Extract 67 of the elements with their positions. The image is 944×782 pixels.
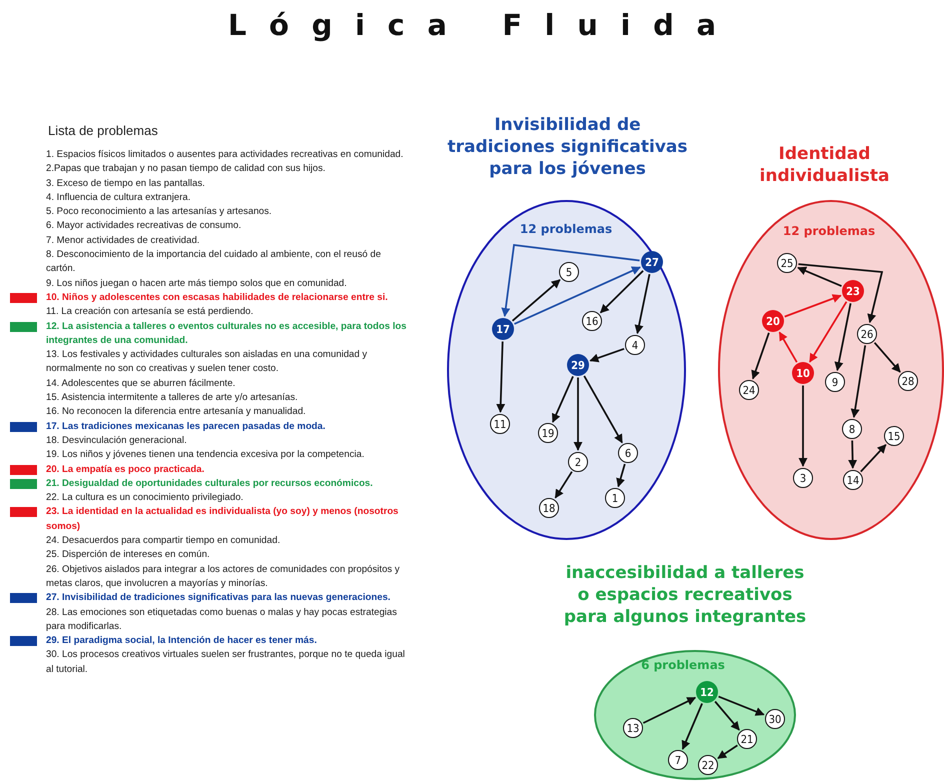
arrow xyxy=(554,471,573,499)
list-item: 27. Invisibilidad de tradiciones significativas para las nuevas generaciones. xyxy=(46,591,392,606)
list-item: 6. Mayor actividades recreativas de consumo. xyxy=(46,219,242,234)
arrow xyxy=(751,332,770,380)
arrow xyxy=(583,375,623,444)
list-item: 20. La empatía es poco practicada. xyxy=(46,462,206,477)
arrow xyxy=(714,700,740,731)
list-item: 22. La cultura es un conocimiento privilegiado. xyxy=(46,491,244,506)
arrow xyxy=(616,464,626,488)
arrow xyxy=(512,279,561,322)
arrow xyxy=(797,266,842,287)
list-item: 11. La creación con artesanía se está perdiendo. xyxy=(46,305,254,320)
arrow xyxy=(600,270,644,314)
arrow xyxy=(784,294,842,318)
problem-count: 12 problemas xyxy=(520,222,612,236)
list-heading: Lista de problemas xyxy=(47,123,158,138)
arrow xyxy=(642,696,696,724)
arrow xyxy=(718,696,765,716)
list-item: 10. Niños y adolescentes con escasas habilidades de relacionarse entre si. xyxy=(46,290,389,305)
list-item: 26. Objetivos aislados para integrar a los actores de comunidades con propósitos y metas claros, que involucren a mayorías y minorías. xyxy=(46,562,401,591)
list-item: 18. Desvinculación generacional. xyxy=(46,434,188,448)
list-item: 17. Las tradiciones mexicanas les parecen pasadas de moda. xyxy=(46,420,326,434)
problem-count: 6 problemas xyxy=(641,658,725,672)
arrow xyxy=(574,378,582,451)
list-item: 24. Desacuerdos para compartir tiempo en comunidad. xyxy=(46,534,282,548)
arrow xyxy=(682,703,703,750)
list-item: 19. Los niños y jóvenes tienen una tendencia excesiva por la competencia. xyxy=(46,448,366,462)
arrow xyxy=(848,440,858,469)
list-item: 15. Asistencia intermitente a talleres de arte y/o artesanías. xyxy=(46,391,299,406)
title: Lógica Fluida xyxy=(226,8,739,42)
list-item: 1. Espacios físicos limitados o ausentes para actividades recreativas en comunidad. xyxy=(46,148,404,162)
list-item: 30. Los procesos creativos virtuales suelen ser frustrantes, porque no te queda igual al tutorial. xyxy=(46,648,406,677)
list-item: 13. Los festivales y actividades culturales son aisladas en una comunidad y normalmente no son co creativas y suelen tener costo. xyxy=(46,348,368,376)
arrow xyxy=(552,376,574,423)
list-item: 8. Desconocimiento de la importancia del cuidado al ambiente, con el reusó de cartón. xyxy=(46,248,382,276)
list-item: 12. La asistencia a talleres o eventos culturales no es accesible, para todos los integrantes de una comunidad. xyxy=(46,320,408,348)
arrow xyxy=(589,348,624,362)
list-item: 28. Las emociones son etiquetadas como buenas o malas y hay pocas estrategias para modificarlas. xyxy=(46,606,398,634)
list-item: 2.Papas que trabajan y no pasan tiempo de calidad con sus hijos. xyxy=(46,162,326,176)
arrow xyxy=(860,444,886,472)
arrow xyxy=(798,386,808,467)
list-item: 29. El paradigma social, la Intención de hacer es tener más. xyxy=(46,634,318,648)
list-item: 25. Disperción de intereses en común. xyxy=(46,548,211,562)
list-item: 5. Poco reconocimiento a las artesanías y artesanos. xyxy=(46,205,273,220)
arrow xyxy=(778,332,798,363)
list-item: 23. La identidad en la actualidad es individualista (yo soy) y menos (nosotros somos) xyxy=(46,505,400,534)
problem-count: 12 problemas xyxy=(782,224,876,238)
list-item: 21. Desigualdad de oportunidades culturales por recursos económicos. xyxy=(46,476,374,491)
group-title: Identidad individualista xyxy=(758,143,890,187)
list-item: 9. Los niños juegan o hacen arte más tiempo solos que en comunidad. xyxy=(46,276,348,291)
arrow xyxy=(634,274,650,334)
arrow xyxy=(850,345,866,418)
arrow xyxy=(496,341,506,413)
arrow xyxy=(501,244,640,317)
arrow xyxy=(809,301,848,363)
group-title: Invisibilidad de tradiciones significativas para los jóvenes xyxy=(446,114,689,180)
arrow xyxy=(834,303,852,372)
list-item: 14. Adolescentes que se aburren fácilmente. xyxy=(46,376,236,391)
arrow xyxy=(874,342,901,373)
list-item: 3. Exceso de tiempo en las pantallas. xyxy=(46,176,206,191)
list-item: 7. Menor actividades de creatividad. xyxy=(46,234,201,248)
list-item: 4. Influencia de cultura extranjera. xyxy=(46,190,192,205)
arrow xyxy=(798,263,884,324)
arrow xyxy=(717,744,738,760)
group-title: inaccesibilidad a talleres o espacios recreativos para algunos integrantes xyxy=(562,562,808,628)
arrow xyxy=(514,266,641,325)
list-item: 16. No reconocen la diferencia entre artesanía y manualidad. xyxy=(46,405,307,420)
